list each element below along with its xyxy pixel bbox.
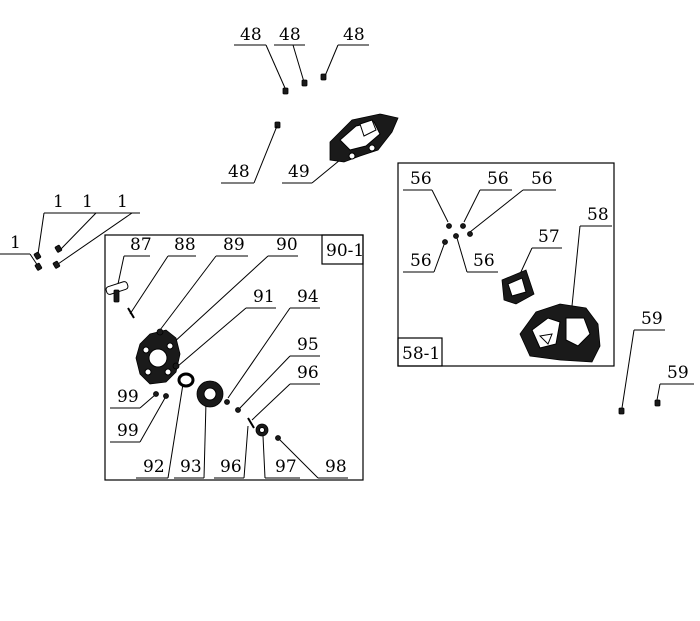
callout-96-a: 96 [251,363,320,421]
bracket-57-icon [501,269,535,305]
callout-48-c: 48 [324,25,369,77]
callout-88: 88 [129,235,196,315]
svg-text:96: 96 [297,363,319,383]
screw-98-icon [275,435,281,441]
callout-1-d: 1 [0,233,39,267]
callout-92: 92 [136,383,184,479]
callout-59-a: 59 [621,309,665,409]
callout-56-e: 56 [456,237,498,273]
svg-text:99: 99 [117,387,139,407]
callout-48-d: 48 [221,125,278,184]
svg-text:91: 91 [253,287,275,307]
group-label-58-1: 58-1 [402,344,440,364]
callout-56-c: 56 [469,169,556,233]
svg-text:96: 96 [220,457,242,477]
svg-text:87: 87 [130,235,152,255]
callout-98: 98 [279,439,348,479]
group-box-58-1 [397,162,615,367]
svg-text:1: 1 [82,192,93,212]
svg-text:89: 89 [223,235,245,255]
svg-text:98: 98 [325,457,347,477]
callout-89: 89 [159,235,248,331]
svg-text:49: 49 [288,162,310,182]
callout-56-b: 56 [463,169,512,223]
group-box-90-1 [104,234,364,481]
svg-text:90: 90 [276,235,298,255]
callout-97: 97 [262,435,300,479]
svg-text:1: 1 [117,192,128,212]
callout-96-b: 96 [214,425,249,479]
callout-57: 57 [519,227,562,275]
svg-text:48: 48 [279,25,301,45]
callout-91: 91 [177,287,276,367]
callout-94: 94 [227,287,320,399]
svg-text:59: 59 [667,363,689,383]
screw-59-icon [618,399,661,415]
callout-48-b: 48 [274,25,305,83]
svg-text:88: 88 [174,235,196,255]
svg-text:48: 48 [343,25,365,45]
svg-text:92: 92 [143,457,165,477]
svg-text:48: 48 [240,25,262,45]
spring-91-icon [172,362,180,370]
callout-90: 90 [171,235,298,345]
svg-text:59: 59 [641,309,663,329]
svg-text:58: 58 [587,205,609,225]
group-label-90-1: 90-1 [326,241,364,261]
callout-99-b: 99 [110,397,166,443]
small-parts-94-95-96-icon [224,399,255,429]
callout-59-b: 59 [656,363,694,401]
svg-text:56: 56 [473,251,495,271]
screw-56-icon [442,223,473,245]
callout-93: 93 [174,401,207,479]
callout-48-a: 48 [234,25,286,89]
svg-text:1: 1 [10,233,21,253]
callout-58: 58 [571,205,612,307]
callout-49: 49 [282,159,341,184]
svg-text:57: 57 [538,227,560,247]
pulley-93-icon [196,380,224,408]
svg-text:56: 56 [487,169,509,189]
callout-99-a: 99 [110,387,156,409]
svg-text:99: 99 [117,421,139,441]
svg-text:93: 93 [180,457,202,477]
svg-text:56: 56 [410,169,432,189]
callout-1-a: 1 1 1 [37,192,140,265]
callout-95: 95 [239,335,320,409]
svg-text:48: 48 [228,162,250,182]
screw-1-icon [33,244,63,271]
svg-text:56: 56 [410,251,432,271]
svg-text:94: 94 [297,287,319,307]
screw-48-icon [274,73,327,129]
svg-text:1: 1 [53,192,64,212]
cover-49-icon [329,113,399,163]
callout-87: 87 [117,235,152,285]
housing-58-icon [519,303,601,363]
starter-housing-90-icon [135,328,181,385]
svg-text:56: 56 [531,169,553,189]
svg-text:95: 95 [297,335,319,355]
rope-88-icon [127,307,135,319]
starter-handle-87-icon [105,281,129,303]
washer-92-icon [177,372,195,388]
callout-56-d: 56 [403,241,446,273]
svg-text:97: 97 [275,457,297,477]
washer-97-icon [255,423,269,437]
screw-99-icon [153,391,169,399]
callout-56-a: 56 [403,169,449,223]
